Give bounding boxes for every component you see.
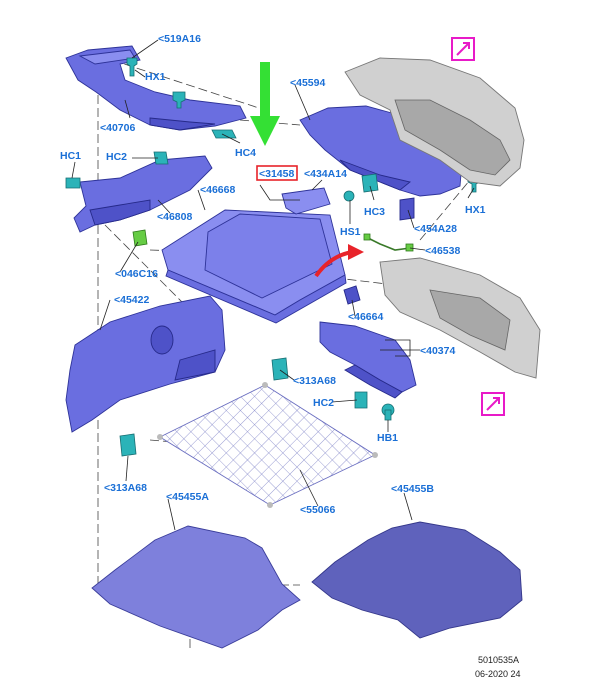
label-46668: <46668 — [200, 184, 235, 196]
label-046C16: <046C16 — [115, 268, 158, 280]
part-40374-right-trim — [319, 321, 417, 399]
rear-panel-reference — [379, 257, 541, 379]
part-46668-load-floor — [161, 209, 347, 324]
label-55066: <55066 — [300, 504, 335, 516]
deck-lid-reference — [344, 57, 525, 187]
label-46808: <46808 — [157, 211, 192, 223]
clip-313A68-low — [119, 433, 137, 457]
diagram-footer: 5010535A 06-2020 24 — [475, 655, 521, 679]
clip-HC3 — [361, 173, 379, 193]
label-45455A: <45455A — [166, 491, 209, 503]
clip-HS1 — [343, 190, 355, 202]
part-55066-cargo-net — [157, 382, 378, 508]
label-HX1-right: HX1 — [465, 204, 486, 216]
part-40706-upper-rail — [65, 45, 247, 131]
part-46664-bracket — [343, 285, 361, 305]
label-HC1: HC1 — [60, 150, 81, 162]
label-46538: <46538 — [425, 245, 460, 257]
red-direction-arrow — [314, 244, 364, 278]
clip-HX1-top — [172, 91, 186, 109]
clip-HC2-upper — [153, 151, 169, 165]
label-519A16: <519A16 — [158, 33, 201, 45]
callout-labels: <519A16 HX1 <40706 HC4 <45594 HC1 HC2 <3… — [60, 33, 486, 516]
label-45455B: <45455B — [391, 483, 434, 495]
label-HC3: HC3 — [364, 206, 385, 218]
label-434A14: <434A14 — [304, 168, 347, 180]
green-pointer-arrow — [250, 62, 280, 146]
label-HS1: HS1 — [340, 226, 361, 238]
clip-313A68-mid — [271, 357, 289, 381]
label-HB1: HB1 — [377, 432, 398, 444]
label-454A28: <454A28 — [414, 223, 457, 235]
label-40374: <40374 — [420, 345, 455, 357]
footer-code: 5010535A — [478, 655, 519, 665]
part-45455B-floor-mat — [311, 521, 523, 639]
label-HX1-top: HX1 — [145, 71, 166, 83]
part-454A28 — [399, 197, 415, 221]
part-45455A-floor-mat — [91, 525, 301, 649]
label-HC2-lower: HC2 — [313, 397, 334, 409]
bracket-434A14 — [281, 187, 331, 215]
clip-046C16 — [132, 229, 148, 247]
label-45594: <45594 — [290, 77, 325, 89]
arrow-link-icon[interactable] — [481, 392, 505, 416]
arrow-link-icon[interactable] — [451, 37, 475, 61]
footer-date: 06-2020 24 — [475, 669, 521, 679]
label-46664: <46664 — [348, 311, 383, 323]
label-313A68-mid: <313A68 — [293, 375, 336, 387]
clip-HC2-lower — [354, 391, 368, 409]
label-HC4: HC4 — [235, 147, 256, 159]
bracket-HC4 — [211, 129, 237, 139]
part-45422-quarter-trim — [65, 295, 226, 433]
highlight-box-31458 — [256, 165, 298, 181]
label-45422: <45422 — [114, 294, 149, 306]
leader-lines — [71, 39, 475, 531]
label-31458: <31458 — [259, 168, 294, 180]
label-40706: <40706 — [100, 122, 135, 134]
wire-46538 — [363, 233, 414, 252]
clip-519A16 — [126, 57, 138, 77]
label-313A68-low: <313A68 — [104, 482, 147, 494]
label-HC2-top: HC2 — [106, 151, 127, 163]
clip-HC1 — [65, 177, 81, 189]
clip-HB1 — [381, 403, 395, 421]
